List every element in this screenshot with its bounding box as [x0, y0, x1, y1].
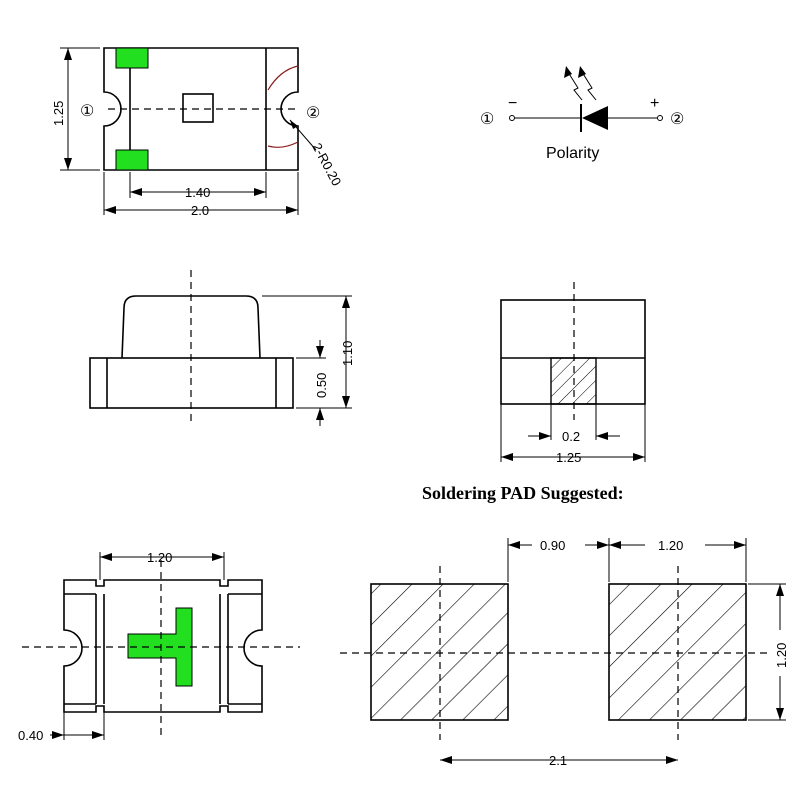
side-dim-total-height: 1.10 [340, 341, 355, 366]
led-diode-symbol-icon [564, 66, 608, 132]
bottom-view: 1.20 0.40 [18, 550, 300, 743]
top-terminal-lower [115, 149, 149, 171]
top-dim-inner-width: 1.40 [185, 185, 210, 200]
polarity-caption: Polarity [546, 145, 599, 162]
side-dim-base-height: 0.50 [314, 373, 329, 398]
pin-mark-curve [267, 65, 299, 91]
polarity-pin2-label: ② [670, 111, 684, 128]
bottom-view-body [63, 579, 263, 713]
top-dim-height: 1.25 [51, 101, 66, 126]
end-dim-width: 1.25 [556, 450, 581, 465]
top-dim-radius: 2-R0.20 [309, 140, 344, 188]
pad-dim-gap: 0.90 [540, 538, 565, 553]
top-pin2-label: ② [306, 105, 320, 122]
pad-dim-width: 1.20 [658, 538, 683, 553]
solder-pad-layout: 0.90 1.20 1.20 2.1 [340, 538, 789, 768]
polarity-symbol: ① − + ② Polarity [480, 66, 684, 162]
end-dim-slot: 0.2 [562, 429, 580, 444]
polarity-minus: − [508, 95, 517, 112]
bottom-dim-width: 1.20 [147, 550, 172, 565]
pad-section-title: Soldering PAD Suggested: [422, 483, 624, 503]
pad-dim-pitch: 2.1 [549, 753, 567, 768]
top-view-body [103, 47, 299, 171]
polarity-plus: + [650, 95, 659, 112]
pad-dim-height: 1.20 [774, 643, 789, 668]
bottom-dim-pad: 0.40 [18, 728, 43, 743]
side-view: 1.10 0.50 [89, 270, 355, 426]
top-view: ① ② 1.25 1.40 2.0 2-R0.20 [51, 47, 344, 218]
polarity-pin1-label: ① [480, 111, 494, 128]
top-terminal-upper [115, 47, 149, 69]
led-chip [182, 93, 214, 123]
top-pin1-label: ① [80, 103, 94, 120]
end-view: 0.2 1.25 [500, 282, 646, 465]
top-dim-total-width: 2.0 [191, 203, 209, 218]
